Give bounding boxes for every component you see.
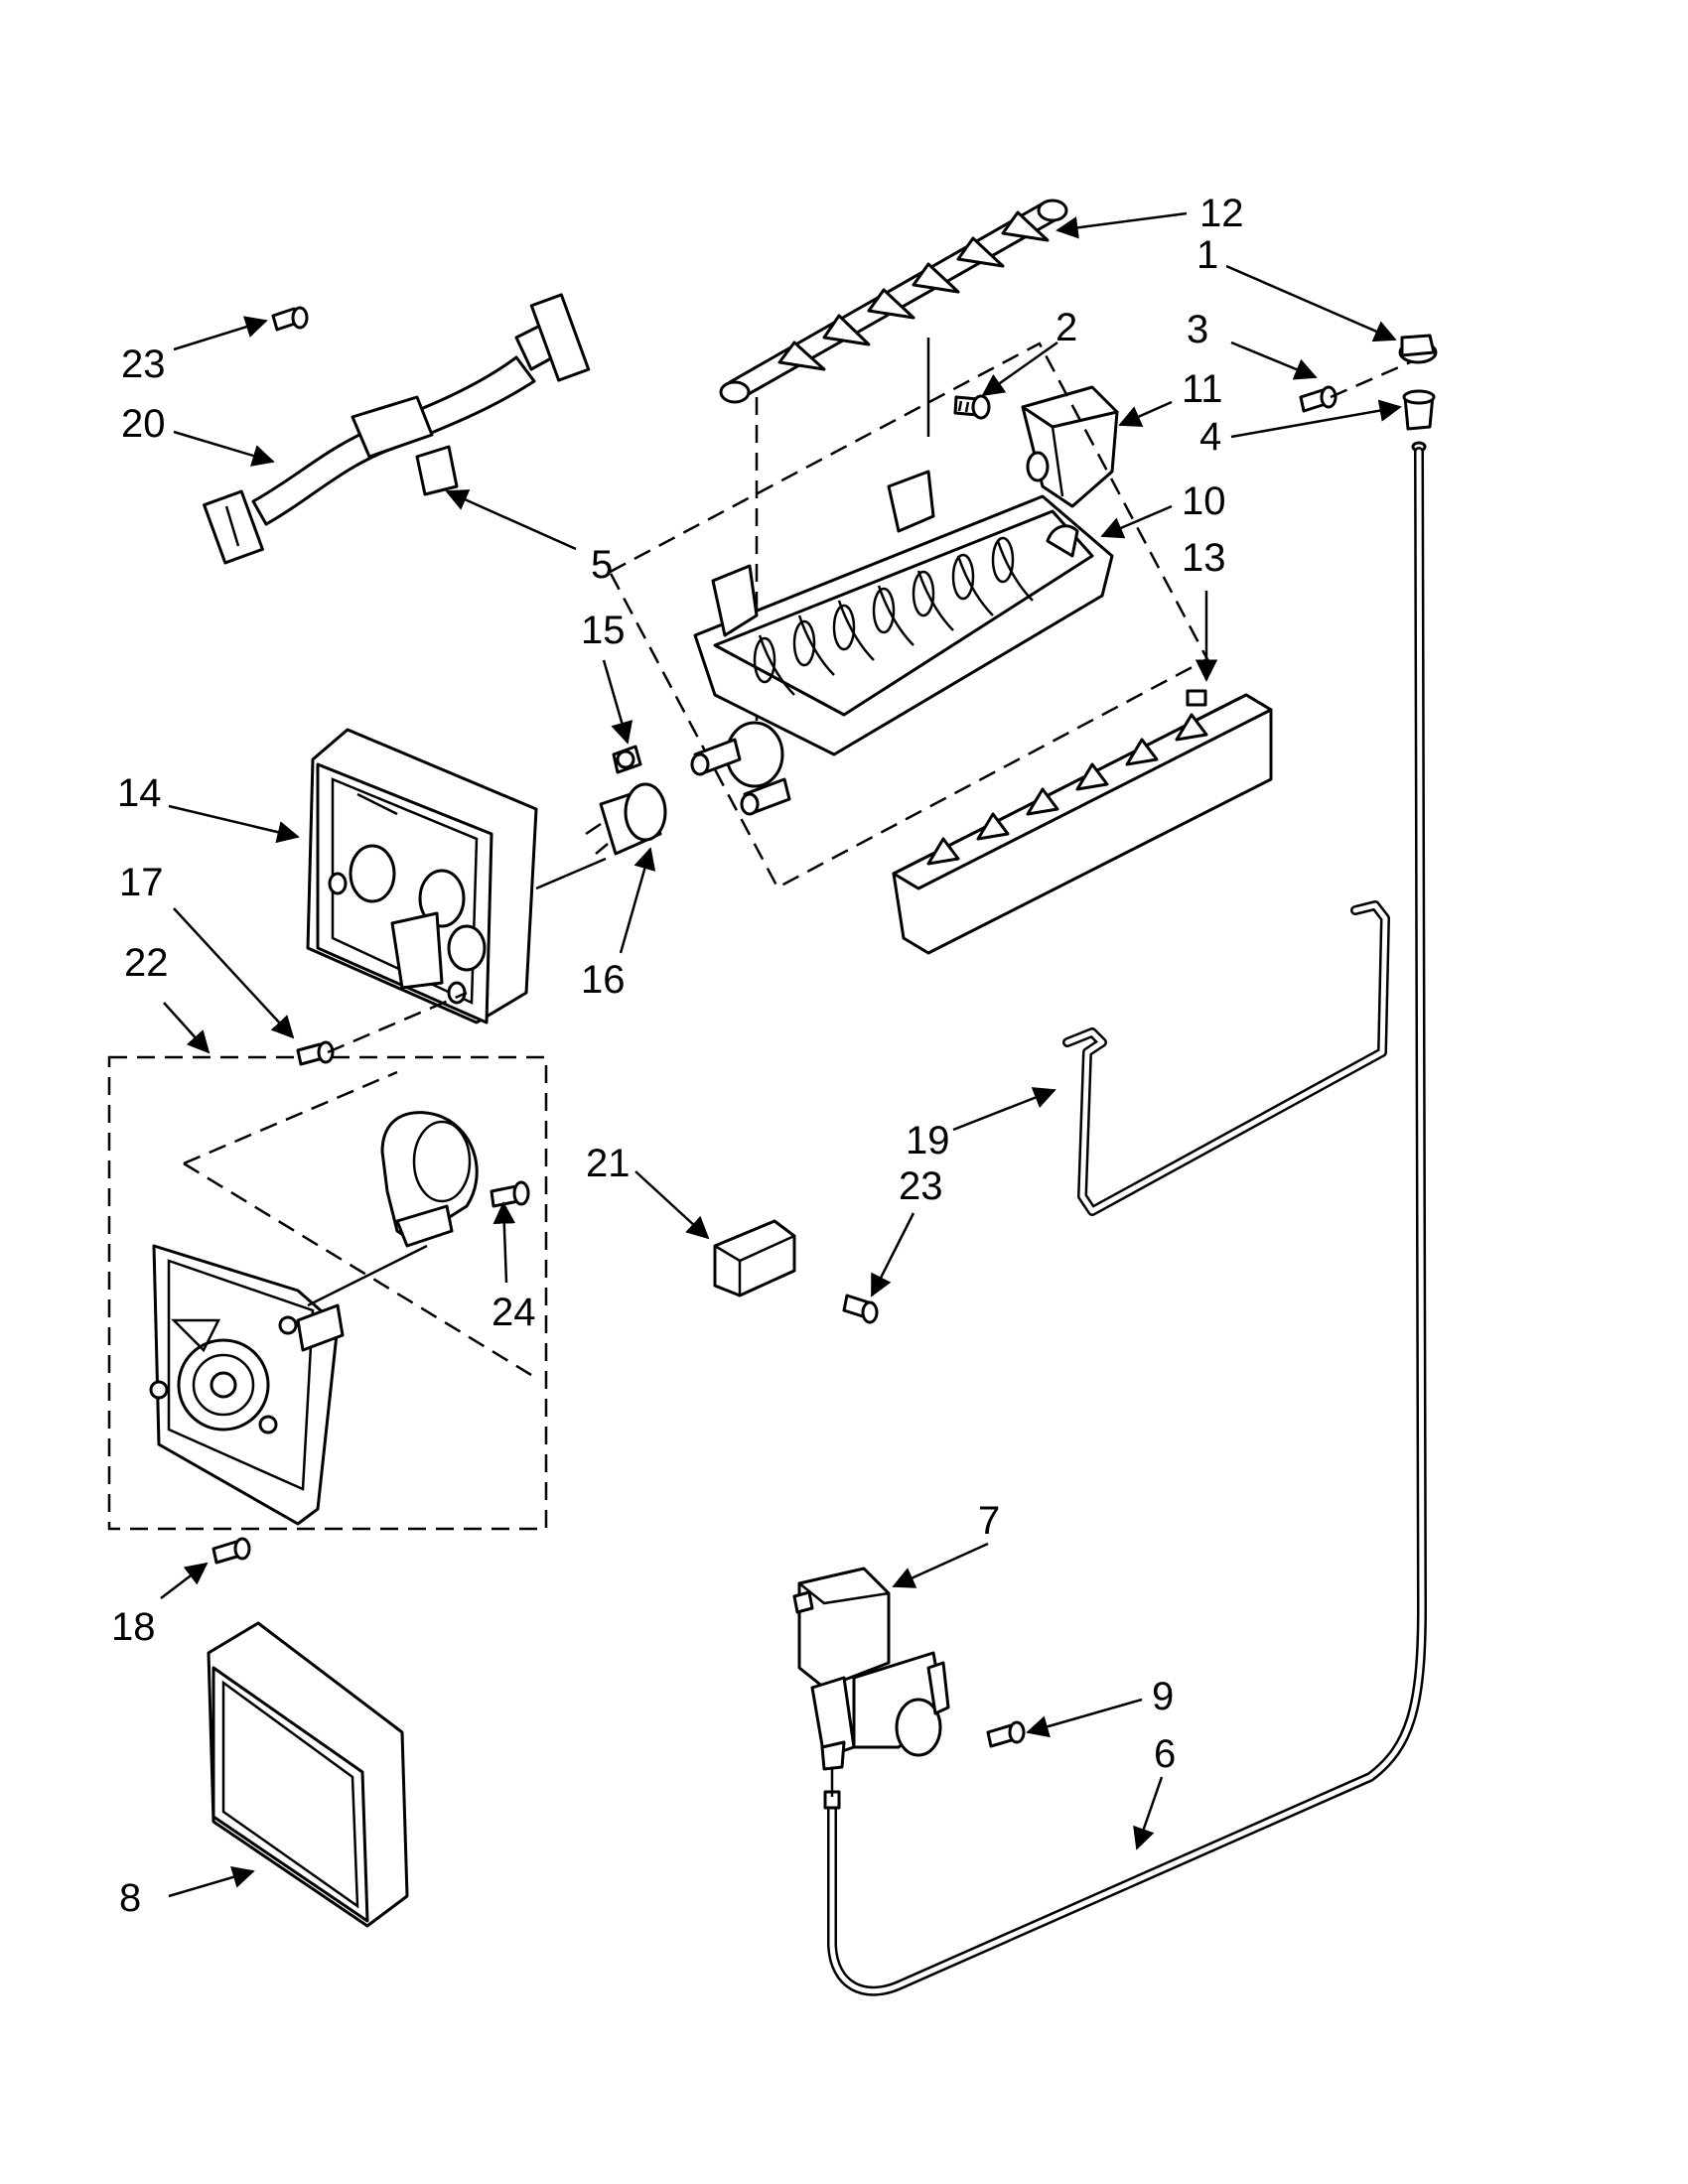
callout-10: 10: [1182, 479, 1226, 523]
ejector-fins: [777, 210, 1050, 371]
callout-3: 3: [1187, 308, 1208, 351]
ejector-rake: [719, 199, 1068, 404]
fill-tube-nozzle: [1402, 389, 1436, 453]
leader-5: [445, 489, 577, 551]
screw-3: [1299, 385, 1337, 413]
callout-9: 9: [1152, 1675, 1174, 1718]
callout-labels: 12 1 3 4 2 11 10 13 23 20 5 15 16 14 17 …: [111, 192, 1244, 1920]
leader-7: [892, 1542, 989, 1588]
screw-2: [953, 394, 991, 420]
callout-11: 11: [1182, 367, 1223, 411]
leader-10: [1100, 504, 1173, 539]
wiring-harness: [203, 293, 591, 565]
leader-6: [1133, 1776, 1164, 1850]
water-valve: [792, 1567, 950, 1797]
leader-18: [160, 1562, 209, 1599]
callout-13: 13: [1182, 536, 1226, 580]
callout-18: 18: [111, 1605, 156, 1649]
leader-14: [168, 804, 300, 844]
screw-23-top: [271, 306, 309, 332]
leader-23-bracket: [870, 1212, 915, 1297]
callout-22: 22: [124, 941, 169, 985]
cam-gear: [585, 782, 667, 856]
callout-23-top: 23: [121, 342, 166, 386]
screw-23-bracket: [842, 1294, 879, 1324]
callout-7: 7: [978, 1499, 1000, 1543]
callout-23-bracket: 23: [899, 1164, 943, 1208]
leader-24: [492, 1201, 516, 1284]
callout-8: 8: [119, 1876, 141, 1920]
screw-17: [296, 1040, 335, 1066]
leader-12: [1055, 211, 1188, 239]
stripper: [892, 689, 1273, 955]
stripper-teeth: [926, 713, 1208, 866]
callout-12: 12: [1199, 192, 1244, 235]
mounting-bracket: [713, 1219, 796, 1297]
control-housing: [306, 728, 538, 1024]
mold-cavities: [753, 536, 1034, 696]
callout-19: 19: [906, 1119, 950, 1162]
screw-17-guide: [327, 991, 468, 1054]
water-tube: [823, 447, 1427, 1996]
leader-15: [602, 659, 633, 745]
water-valve-cover-pad: [207, 1621, 409, 1928]
screw-18: [211, 1537, 251, 1565]
tube-clamp: [1398, 334, 1438, 364]
module-guide-top: [183, 1070, 398, 1165]
callout-15: 15: [581, 609, 626, 652]
ice-mold: [690, 470, 1114, 816]
leader-3: [1230, 341, 1318, 380]
motor-screw: [490, 1180, 530, 1208]
module-assembly-boundary: [107, 1055, 548, 1531]
callout-16: 16: [581, 958, 626, 1002]
callout-17: 17: [119, 861, 164, 904]
housing-shaft-line: [535, 857, 607, 890]
leader-22: [163, 1002, 211, 1054]
leader-8: [168, 1866, 255, 1898]
mold-assembly-boundary: [608, 341, 1209, 889]
leader-9: [1026, 1698, 1143, 1738]
module-gear-plate: [149, 1244, 428, 1526]
callout-20: 20: [121, 402, 166, 446]
fill-cup: [1021, 385, 1119, 508]
callout-14: 14: [117, 771, 162, 815]
callout-24: 24: [492, 1291, 536, 1334]
callout-6: 6: [1154, 1732, 1176, 1776]
callout-4: 4: [1199, 415, 1221, 459]
leader-21: [634, 1170, 710, 1240]
callout-21: 21: [586, 1142, 631, 1185]
screw-9: [986, 1720, 1026, 1748]
module-guide-bottom: [183, 1161, 532, 1377]
leader-11: [1118, 400, 1173, 427]
feeler-arm: [1062, 900, 1390, 1216]
leader-23-top: [173, 316, 268, 351]
leader-1: [1225, 264, 1397, 342]
leader-lines: [160, 211, 1402, 1898]
leader-4: [1230, 399, 1402, 439]
leader-16: [619, 847, 656, 954]
motor: [380, 1111, 479, 1248]
leader-2: [981, 341, 1058, 397]
leader-17: [173, 907, 295, 1039]
leader-19: [952, 1087, 1056, 1132]
callout-5: 5: [591, 543, 613, 587]
leader-20: [173, 430, 275, 467]
callout-1: 1: [1196, 233, 1218, 277]
callout-2: 2: [1055, 306, 1077, 349]
screw-3-guide: [1330, 360, 1411, 399]
retainer-clip: [612, 745, 642, 774]
